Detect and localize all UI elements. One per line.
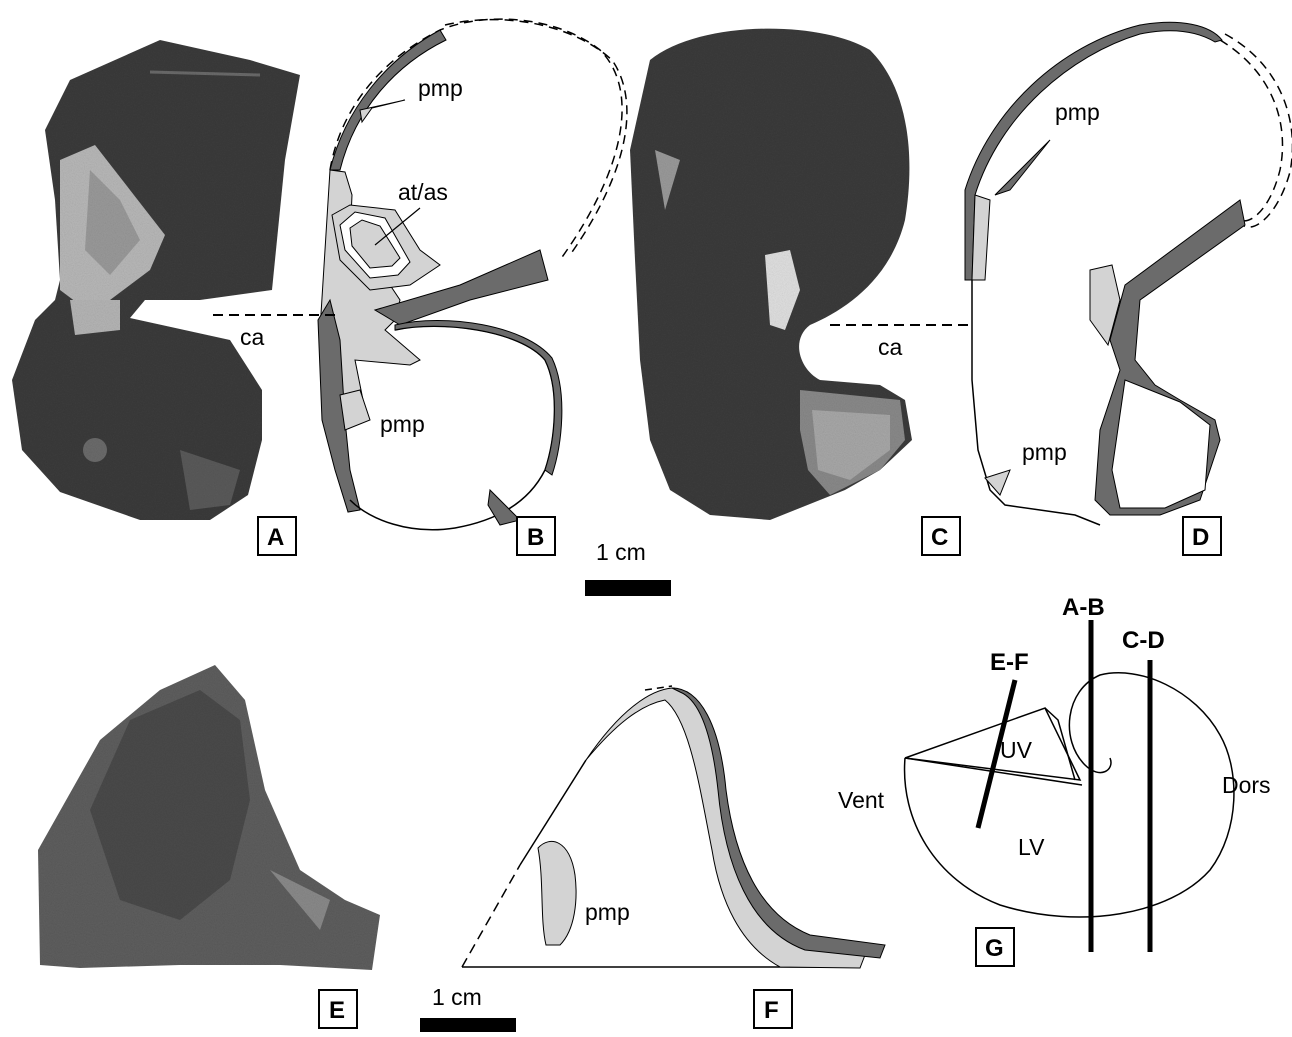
label-pmp-f: pmp	[585, 899, 630, 925]
panel-e-photo	[38, 665, 380, 970]
label-dors: Dors	[1222, 772, 1271, 798]
label-pmp-d-upper: pmp	[1055, 99, 1100, 125]
label-lv: LV	[1018, 834, 1045, 860]
scale-bar-top-label: 1 cm	[596, 539, 646, 565]
svg-text:E: E	[329, 997, 345, 1024]
label-section-ef: E-F	[990, 649, 1029, 676]
panel-f-drawing	[462, 686, 885, 968]
panel-label-e: E	[319, 990, 357, 1028]
label-pmp-b-upper: pmp	[418, 75, 463, 101]
panel-label-b: B	[517, 517, 555, 555]
label-section-ab: A-B	[1062, 594, 1105, 621]
label-section-cd: C-D	[1122, 627, 1165, 654]
scale-bar-top: 1 cm	[585, 539, 671, 596]
label-pmp-d-lower: pmp	[1022, 439, 1067, 465]
panel-c-photo	[630, 29, 912, 520]
panel-d-drawing	[965, 22, 1292, 525]
panel-label-a: A	[258, 517, 296, 555]
label-ca-cd: ca	[878, 334, 903, 360]
svg-text:F: F	[764, 997, 779, 1024]
label-vent: Vent	[838, 787, 885, 813]
panel-label-c: C	[922, 517, 960, 555]
panel-a-photo	[12, 40, 300, 520]
label-at-as: at/as	[398, 179, 448, 205]
svg-text:C: C	[931, 524, 948, 551]
panel-label-g: G	[976, 928, 1014, 966]
panel-label-f: F	[754, 990, 792, 1028]
scale-bar-bottom-label: 1 cm	[432, 984, 482, 1010]
panel-label-d: D	[1183, 517, 1221, 555]
panel-g-schematic	[905, 620, 1234, 952]
label-uv: UV	[1000, 737, 1033, 763]
svg-text:B: B	[527, 524, 544, 551]
panel-b-drawing	[318, 19, 627, 530]
label-ca-ab: ca	[240, 324, 265, 350]
svg-text:D: D	[1192, 524, 1209, 551]
svg-text:A: A	[267, 524, 284, 551]
label-pmp-b-lower: pmp	[380, 411, 425, 437]
scale-bar-bottom: 1 cm	[420, 984, 516, 1032]
svg-text:G: G	[985, 935, 1004, 962]
